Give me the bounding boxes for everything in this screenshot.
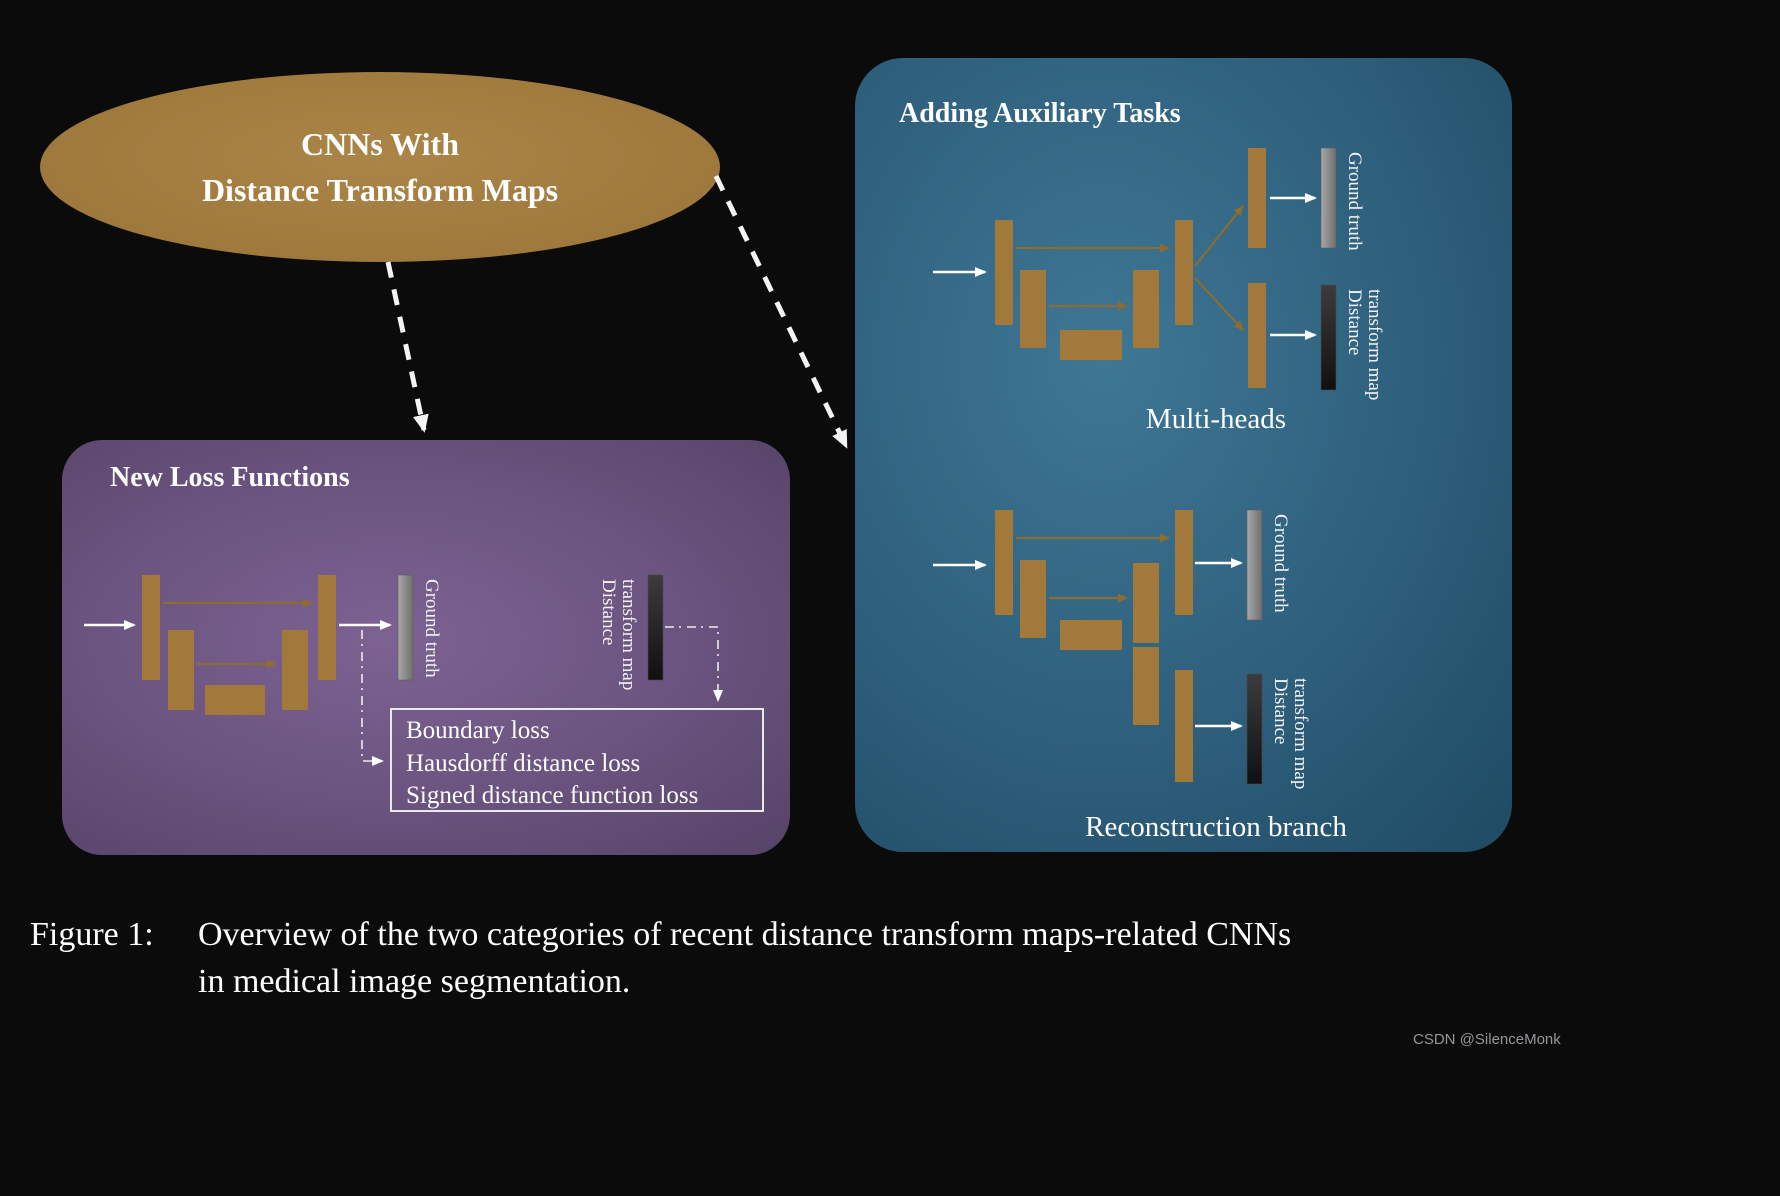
rb-bottleneck-bar [1060, 620, 1122, 650]
decoder-bar-1 [318, 575, 336, 680]
connector-dtm-to-lossbox [665, 626, 723, 702]
ellipse-title-line2: Distance Transform Maps [201, 172, 559, 208]
mh-distance-label-line2: transform map [1364, 289, 1385, 400]
loss-panel-diagram: Ground truth Distance transform map [84, 574, 723, 766]
mh-dtm-head-bar [1248, 283, 1266, 388]
mh-encoder-bar-2 [1020, 270, 1046, 348]
mh-encoder-bar-1 [995, 220, 1013, 325]
figure-caption-line1: Overview of the two categories of recent… [198, 916, 1292, 953]
ground-truth-label: Ground truth [421, 579, 442, 678]
cnns-ellipse: CNNs With Distance Transform Maps [40, 72, 720, 262]
decoder-bar-2 [282, 630, 308, 710]
aux-panel-diagram: Ground truth Distance transform map Mult… [933, 147, 1385, 843]
encoder-bar-1 [142, 575, 160, 680]
bottleneck-bar [205, 685, 265, 715]
loss-item-boundary: Boundary loss [406, 717, 550, 744]
rb-distance-map-bar [1246, 673, 1263, 785]
ground-truth-bar [397, 574, 414, 681]
figure-caption: Figure 1: Overview of the two categories… [30, 912, 1291, 1006]
rb-ground-truth-bar [1246, 509, 1263, 621]
mh-distance-label-line1: Distance [1344, 289, 1365, 355]
mh-distance-map-bar [1320, 284, 1337, 391]
mh-bottleneck-bar [1060, 330, 1122, 360]
loss-functions-box: Boundary loss Hausdorff distance loss Si… [390, 708, 764, 812]
new-loss-functions-panel: New Loss Functions [62, 440, 790, 855]
mh-decoder-bar-1 [1175, 220, 1193, 325]
rb-encoder-bar-1 [995, 510, 1013, 615]
figure-caption-line2: in medical image segmentation. [198, 962, 631, 1000]
rb-decoder-bar-1 [1175, 510, 1193, 615]
rb-encoder-bar-2 [1020, 560, 1046, 638]
figure-caption-label: Figure 1: [30, 916, 154, 953]
mh-ground-truth-label: Ground truth [1344, 152, 1365, 251]
reconstruction-branch-caption: Reconstruction branch [1085, 811, 1347, 843]
adding-auxiliary-tasks-panel: Adding Auxiliary Tasks [855, 58, 1512, 852]
loss-panel-title: New Loss Functions [110, 462, 350, 493]
arrow-ellipse-to-loss-panel [385, 261, 429, 433]
rb-distance-label-line2: transform map [1290, 678, 1311, 789]
encoder-bar-2 [168, 630, 194, 710]
distance-label-line2: transform map [618, 579, 639, 690]
rb-recon-decoder-bar-2 [1133, 647, 1159, 725]
mh-decoder-bar-2 [1133, 270, 1159, 348]
figure-caption-text: Overview of the two categories of recent… [198, 912, 1291, 1006]
connector-prediction-to-lossbox [361, 630, 384, 766]
rb-distance-label-line1: Distance [1270, 678, 1291, 744]
rb-decoder-bar-2 [1133, 563, 1159, 643]
watermark: CSDN @SilenceMonk [1413, 1031, 1561, 1048]
arrow-ellipse-to-aux-panel [713, 174, 849, 449]
ellipse-title-line1: CNNs With [301, 125, 459, 162]
mh-seg-head-bar [1248, 148, 1266, 248]
mh-ground-truth-bar [1320, 147, 1337, 249]
mh-branch-to-dtm-head [1194, 277, 1244, 331]
loss-item-hausdorff: Hausdorff distance loss [406, 749, 641, 777]
aux-panel-title: Adding Auxiliary Tasks [899, 98, 1181, 129]
rb-recon-decoder-bar-1 [1175, 670, 1193, 782]
distance-transform-map-bar [647, 574, 664, 681]
distance-label-line1: Distance [598, 579, 619, 645]
mh-branch-to-seg-head [1194, 205, 1244, 267]
rb-ground-truth-label: Ground truth [1270, 514, 1291, 613]
multiheads-caption: Multi-heads [1146, 403, 1286, 435]
loss-item-signed-distance: Signed distance function loss [406, 782, 699, 809]
